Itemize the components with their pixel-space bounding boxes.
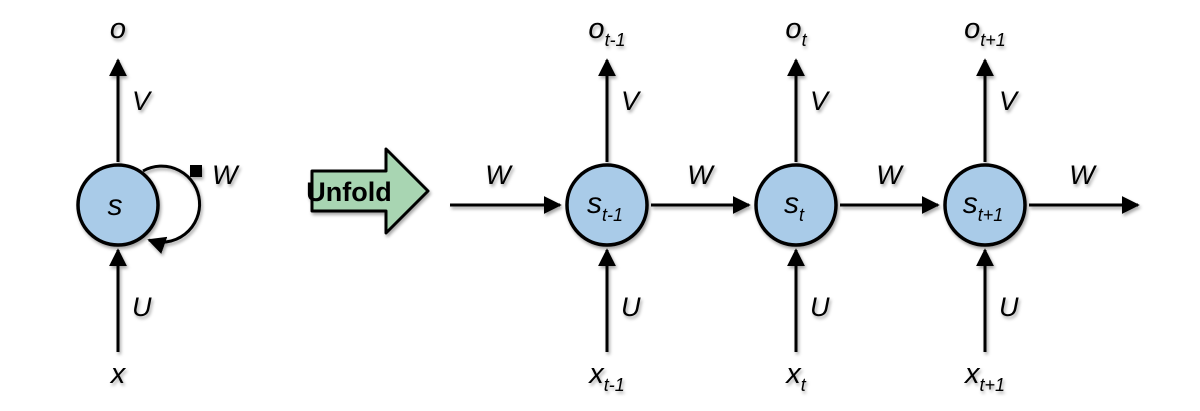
output-label: o (110, 13, 126, 45)
weight-u-label: U (621, 292, 641, 322)
input-label: xt+1 (963, 358, 1005, 395)
weight-v-label: V (810, 86, 831, 116)
weight-v-label: V (999, 86, 1020, 116)
unfolded-network: W ot-1 V st-1 U xt-1 W ot V st U xt (450, 13, 1140, 395)
state-label: st+1 (963, 187, 1004, 225)
entry-weight-w-label: W (485, 160, 513, 190)
weight-square (190, 165, 202, 177)
unfold-label: Unfold (306, 177, 391, 207)
state-node (565, 163, 649, 247)
input-label: xt-1 (587, 358, 625, 395)
folded-network: o V W s U x (76, 13, 240, 390)
weight-v-label: V (132, 86, 153, 116)
state-node (76, 163, 160, 247)
self-loop-arrow (142, 164, 202, 254)
weight-u-label: U (810, 292, 830, 322)
weight-w-label-2: W (876, 160, 904, 190)
state-node (943, 163, 1027, 247)
rnn-unit-t-minus-1: ot-1 V st-1 U xt-1 (565, 13, 649, 395)
weight-w-label-1: W (687, 160, 715, 190)
unfold-arrow: Unfold (306, 147, 430, 235)
input-label: xt (784, 358, 807, 395)
output-label: ot (785, 13, 807, 50)
exit-weight-w-label: W (1069, 160, 1097, 190)
weight-u-label: U (999, 292, 1019, 322)
weight-w-label: W (212, 160, 240, 190)
weight-v-label: V (621, 86, 642, 116)
state-node (754, 163, 838, 247)
rnn-unit-t-plus-1: ot+1 V st+1 U xt+1 (943, 13, 1027, 395)
state-label: s (108, 189, 123, 222)
state-label: st (784, 187, 805, 225)
output-label: ot+1 (964, 13, 1006, 50)
rnn-unit-t: ot V st U xt (754, 13, 838, 395)
input-label: x (109, 358, 127, 390)
weight-u-label: U (132, 292, 152, 322)
state-label: st-1 (587, 187, 623, 225)
output-label: ot-1 (588, 13, 625, 50)
unfold-arrow-shape (310, 147, 430, 235)
